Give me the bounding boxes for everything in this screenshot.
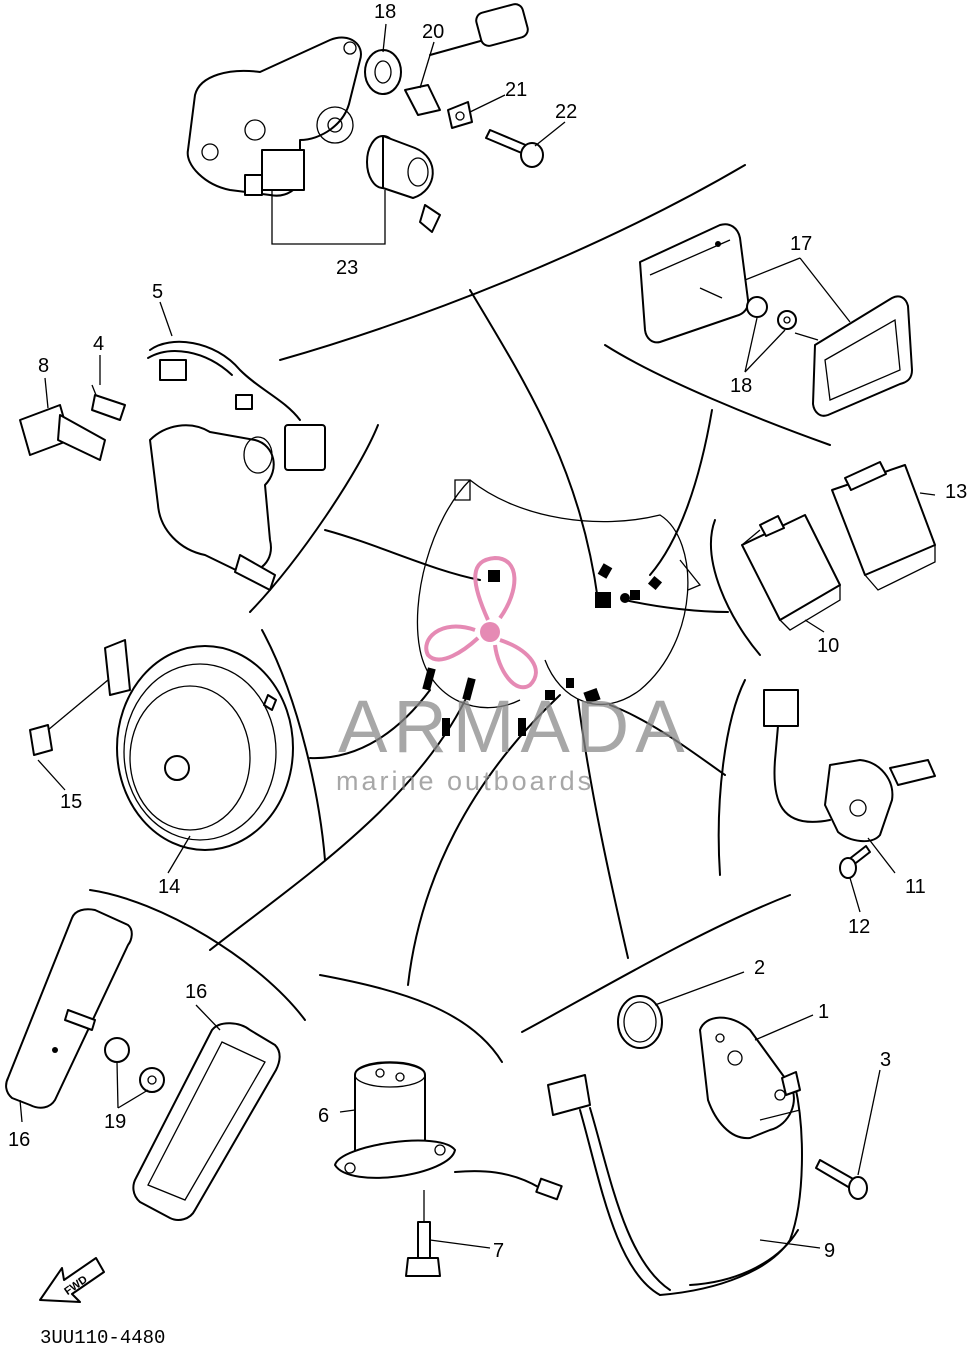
callout-20: 20	[422, 21, 444, 43]
callout-21: 21	[505, 79, 527, 101]
reflector-16b	[132, 1022, 281, 1221]
callout-2: 2	[754, 957, 765, 979]
callout-17: 17	[790, 233, 812, 255]
callout-12: 12	[848, 916, 870, 938]
watermark-brand: ARMADA	[338, 685, 691, 768]
bolt-15	[29, 679, 109, 756]
relay-10	[741, 514, 841, 631]
callout-7: 7	[493, 1240, 504, 1262]
harness-connectors	[422, 563, 663, 736]
callout-4: 4	[93, 333, 104, 355]
callout-22: 22	[555, 101, 577, 123]
callout-19: 18	[374, 1, 396, 23]
callout-6: 6	[318, 1105, 329, 1127]
callout-18-top: 18	[730, 375, 752, 397]
callout-10: 10	[817, 635, 839, 657]
callout-3: 3	[880, 1049, 891, 1071]
watermark: ARMADA marine outboards	[336, 555, 691, 796]
switch-4	[91, 384, 126, 421]
bush-19	[364, 49, 402, 95]
thermo-housing	[149, 424, 276, 591]
callout-11: 11	[905, 876, 926, 898]
callout-1: 1	[818, 1001, 829, 1023]
callout-23: 23	[336, 257, 358, 279]
reflector-17b	[794, 295, 913, 417]
reflector-16a	[5, 908, 133, 1109]
nuts-18-top	[746, 296, 797, 330]
relay-13	[831, 461, 936, 591]
callout-15: 15	[60, 791, 82, 813]
leader-lines	[19, 23, 936, 1249]
gear-23	[271, 135, 441, 245]
drawing-code: 3UU110-4480	[40, 1327, 165, 1349]
lead-9	[547, 1071, 803, 1296]
horn-14	[104, 639, 294, 851]
propeller-logo	[424, 555, 538, 690]
sleeve-20	[404, 3, 529, 116]
callout-16-left: 16	[8, 1129, 30, 1151]
bolt-22	[485, 129, 544, 168]
wiring-harness	[209, 289, 729, 986]
callout-16-right: 16	[185, 981, 207, 1003]
cover-1	[699, 1016, 795, 1140]
callout-13: 13	[945, 481, 967, 503]
sender-8	[19, 404, 106, 461]
gear-sensor-unit	[186, 36, 362, 197]
watermark-tagline: marine outboards	[336, 766, 594, 796]
washer-21	[447, 101, 473, 129]
screw-3	[815, 1159, 868, 1200]
callout-8: 8	[38, 355, 49, 377]
callout-18-bottom: 19	[104, 1111, 126, 1133]
callout-5: 5	[152, 281, 163, 303]
o-ring-2	[617, 995, 663, 1049]
callouts: 18 20 21 22 23 17 18 5 4 8 13 10 15 14 1…	[8, 1, 967, 1262]
section-dividers	[89, 164, 831, 1063]
switch-11	[763, 689, 936, 843]
harness-5	[147, 340, 326, 471]
screw-12	[839, 845, 871, 879]
pump-6	[334, 1061, 563, 1201]
nuts-18-bottom	[104, 1037, 165, 1093]
callout-14: 14	[158, 876, 180, 898]
callout-9: 9	[824, 1240, 835, 1262]
reflector-17a	[639, 223, 750, 344]
bolt-7	[405, 1190, 441, 1277]
fwd-arrow: FWD	[39, 1257, 105, 1303]
